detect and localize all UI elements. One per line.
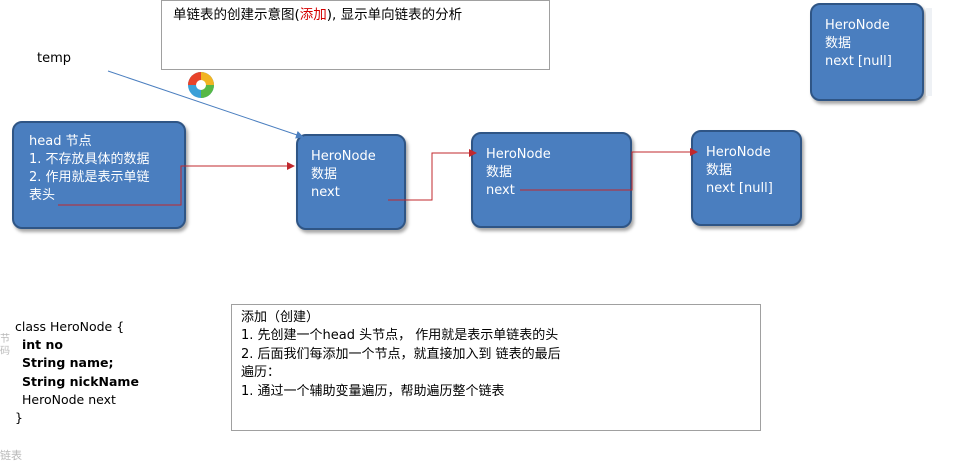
- description-line: 1. 先创建一个head 头节点， 作用就是表示单链表的头: [241, 328, 559, 344]
- class-definition: class HeroNode { int no String name; Str…: [15, 318, 139, 427]
- class-field: String name;: [22, 355, 114, 371]
- node2-next-arrow: [520, 148, 698, 191]
- node1-next-arrow: [388, 149, 477, 201]
- class-field: int no: [22, 337, 63, 353]
- head-node-line: 表头: [29, 188, 56, 203]
- description-line: 添加（创建）: [241, 310, 320, 325]
- title-suffix: ), 显示单向链表的分析: [326, 7, 463, 23]
- class-line: }: [15, 410, 23, 426]
- edge-fragment: 码: [0, 346, 10, 357]
- hero-node-2: HeroNode 数据 next: [471, 132, 632, 228]
- node-data: 数据: [825, 36, 852, 51]
- edge-fragment: 链表: [0, 449, 22, 462]
- edge-fragment: 节: [0, 334, 10, 345]
- head-node-line: 1. 不存放具体的数据: [29, 152, 150, 167]
- temp-label: temp: [37, 51, 72, 66]
- node-type: HeroNode: [825, 18, 890, 33]
- hero-node-1: HeroNode 数据 next: [296, 134, 406, 230]
- node-data: 数据: [486, 165, 513, 180]
- head-next-arrow: [58, 162, 295, 206]
- node-type: HeroNode: [311, 149, 376, 164]
- scroll-edge: [926, 8, 932, 96]
- node-data: 数据: [706, 163, 733, 178]
- title-prefix: 单链表的创建示意图(: [173, 7, 300, 23]
- diagram-title: 单链表的创建示意图(添加), 显示单向链表的分析: [161, 0, 550, 70]
- description-line: 1. 通过一个辅助变量遍历，帮助遍历整个链表: [241, 383, 505, 399]
- node-data: 数据: [311, 167, 338, 182]
- description-line: 遍历：: [241, 365, 281, 381]
- node-next: next: [486, 183, 515, 198]
- node-next: next: [311, 185, 340, 200]
- node-next: next [null]: [825, 54, 892, 69]
- head-node: head 节点 1. 不存放具体的数据 2. 作用就是表示单链 表头: [12, 121, 186, 229]
- description-line: 2. 后面我们每添加一个节点，就直接加入到 链表的最后: [241, 346, 561, 362]
- hero-node-4: HeroNode 数据 next [null]: [810, 3, 924, 101]
- node-type: HeroNode: [706, 145, 771, 160]
- description-box: 添加（创建） 1. 先创建一个head 头节点， 作用就是表示单链表的头 2. …: [231, 304, 761, 431]
- colorful-ball-icon: [188, 72, 214, 98]
- class-line: class HeroNode {: [15, 319, 125, 334]
- hero-node-3: HeroNode 数据 next [null]: [691, 130, 802, 226]
- node-next: next [null]: [706, 181, 773, 196]
- class-field: String nickName: [22, 373, 139, 389]
- head-node-line: head 节点: [29, 134, 92, 149]
- head-node-line: 2. 作用就是表示单链: [29, 170, 150, 185]
- title-highlight: 添加: [299, 7, 327, 23]
- node-type: HeroNode: [486, 147, 551, 162]
- class-field: HeroNode next: [22, 391, 116, 407]
- temp-arrow: [107, 70, 304, 139]
